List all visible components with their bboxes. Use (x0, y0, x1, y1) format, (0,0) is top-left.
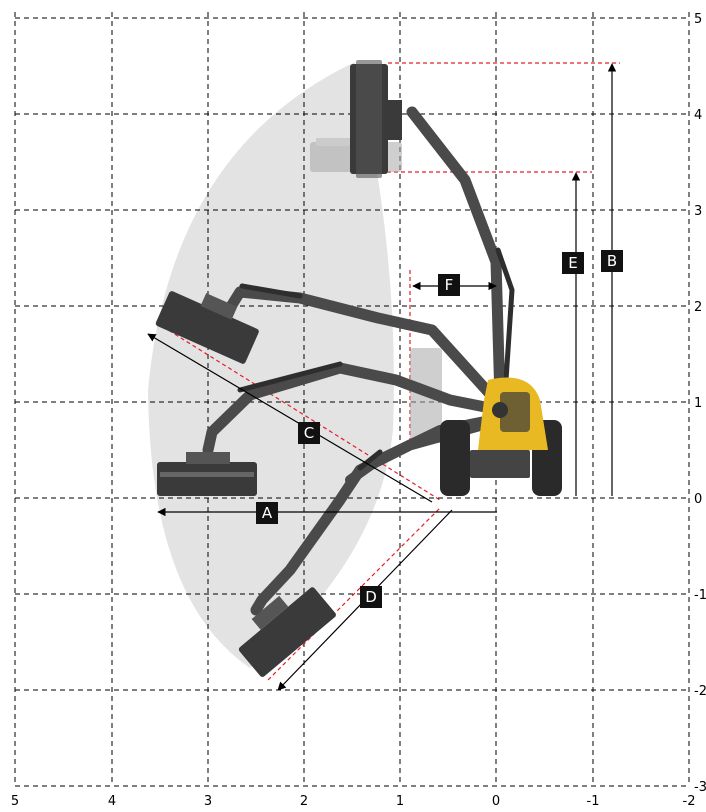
x-tick-label: 3 (204, 794, 212, 808)
x-tick-label: 1 (396, 794, 404, 808)
y-tick-label: -2 (694, 684, 706, 699)
x-tick-label: 4 (108, 794, 116, 808)
arrow-c (147, 333, 433, 503)
y-tick-label: 3 (694, 204, 702, 219)
label-a-text: A (262, 504, 273, 522)
label-b-text: B (607, 252, 617, 270)
label-c: C (298, 422, 320, 444)
x-tick-label: 0 (492, 794, 500, 808)
y-tick-label: 2 (694, 300, 702, 315)
y-tick-label: -1 (694, 588, 706, 603)
y-axis-ticks: 5 4 3 2 1 0 -1 -2 -3 (694, 12, 706, 795)
x-tick-label: 5 (11, 794, 19, 808)
y-tick-label: -3 (694, 780, 706, 795)
mower-heads (155, 60, 402, 677)
label-f: F (438, 274, 460, 296)
label-b: B (601, 250, 623, 272)
label-c-text: C (304, 424, 314, 442)
label-d-text: D (365, 588, 377, 606)
x-axis-ticks: 5 4 3 2 1 0 -1 -2 (11, 794, 696, 809)
label-f-text: F (445, 276, 454, 294)
label-a: A (256, 502, 278, 524)
y-tick-label: 5 (694, 12, 702, 27)
y-tick-label: 1 (694, 396, 702, 411)
boom-arms (202, 106, 515, 616)
tractor-machine (440, 377, 562, 496)
y-tick-label: 4 (694, 108, 702, 123)
dimension-labels: A B C D E F (256, 250, 623, 608)
x-tick-label: -1 (587, 794, 600, 808)
label-e: E (562, 252, 584, 274)
y-tick-label: 0 (694, 492, 702, 507)
label-d: D (360, 586, 382, 608)
x-tick-label: -2 (683, 794, 696, 808)
x-tick-label: 2 (300, 794, 308, 808)
label-e-text: E (568, 254, 577, 272)
